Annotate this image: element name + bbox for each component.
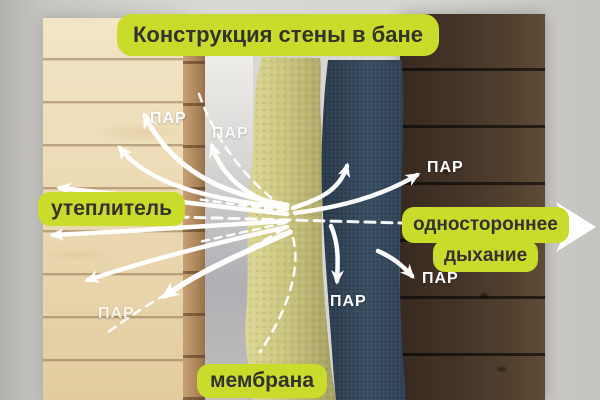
insulation-badge: утеплитель <box>38 192 186 226</box>
membrane-badge: мембрана <box>197 364 328 398</box>
vapor-arrow <box>209 142 290 212</box>
vapor-label: ПАР <box>150 110 187 127</box>
insulation-layer <box>245 57 336 400</box>
vapor-arrow <box>292 172 421 216</box>
inner-wood-panel-edge <box>183 22 205 400</box>
vapor-label: ПАР <box>427 159 464 176</box>
vapor-arrow <box>375 248 415 279</box>
vapor-arrow <box>161 229 293 299</box>
dashed-flow-lines <box>104 86 404 354</box>
vapor-arrow <box>49 218 290 241</box>
vapor-arrow <box>84 224 290 283</box>
one-way-breathing-badge-line1: одностороннее <box>402 207 569 243</box>
dashed-curve-down-right <box>258 236 297 354</box>
dashed-fan-line <box>194 197 287 213</box>
page-title: Конструкция стены в бане <box>133 22 423 47</box>
dashed-curve-down-left <box>104 227 286 336</box>
dashed-fan-line <box>197 221 287 244</box>
dashed-curve-up <box>195 86 285 209</box>
dashed-horizontal-line <box>176 215 404 225</box>
one-way-breathing-badge-line2: дыхание <box>433 240 539 272</box>
title-badge: Конструкция стены в бане <box>117 14 439 56</box>
vapor-arrow <box>290 162 351 211</box>
vapor-arrow <box>117 144 290 211</box>
vapor-label: ПАР <box>422 270 459 287</box>
insulation-label: утеплитель <box>51 197 173 220</box>
membrane-layer <box>321 60 406 400</box>
one-way-breathing-label-line1: одностороннее <box>413 214 558 235</box>
membrane-label: мембрана <box>210 369 315 392</box>
vapor-label: ПАР <box>98 305 135 322</box>
vapor-arrows <box>49 112 421 299</box>
one-way-breathing-label-line2: дыхание <box>444 245 528 266</box>
vapor-arrow <box>328 223 344 285</box>
vapor-label: ПАР <box>330 293 367 310</box>
vapor-label: ПАР <box>212 125 249 142</box>
